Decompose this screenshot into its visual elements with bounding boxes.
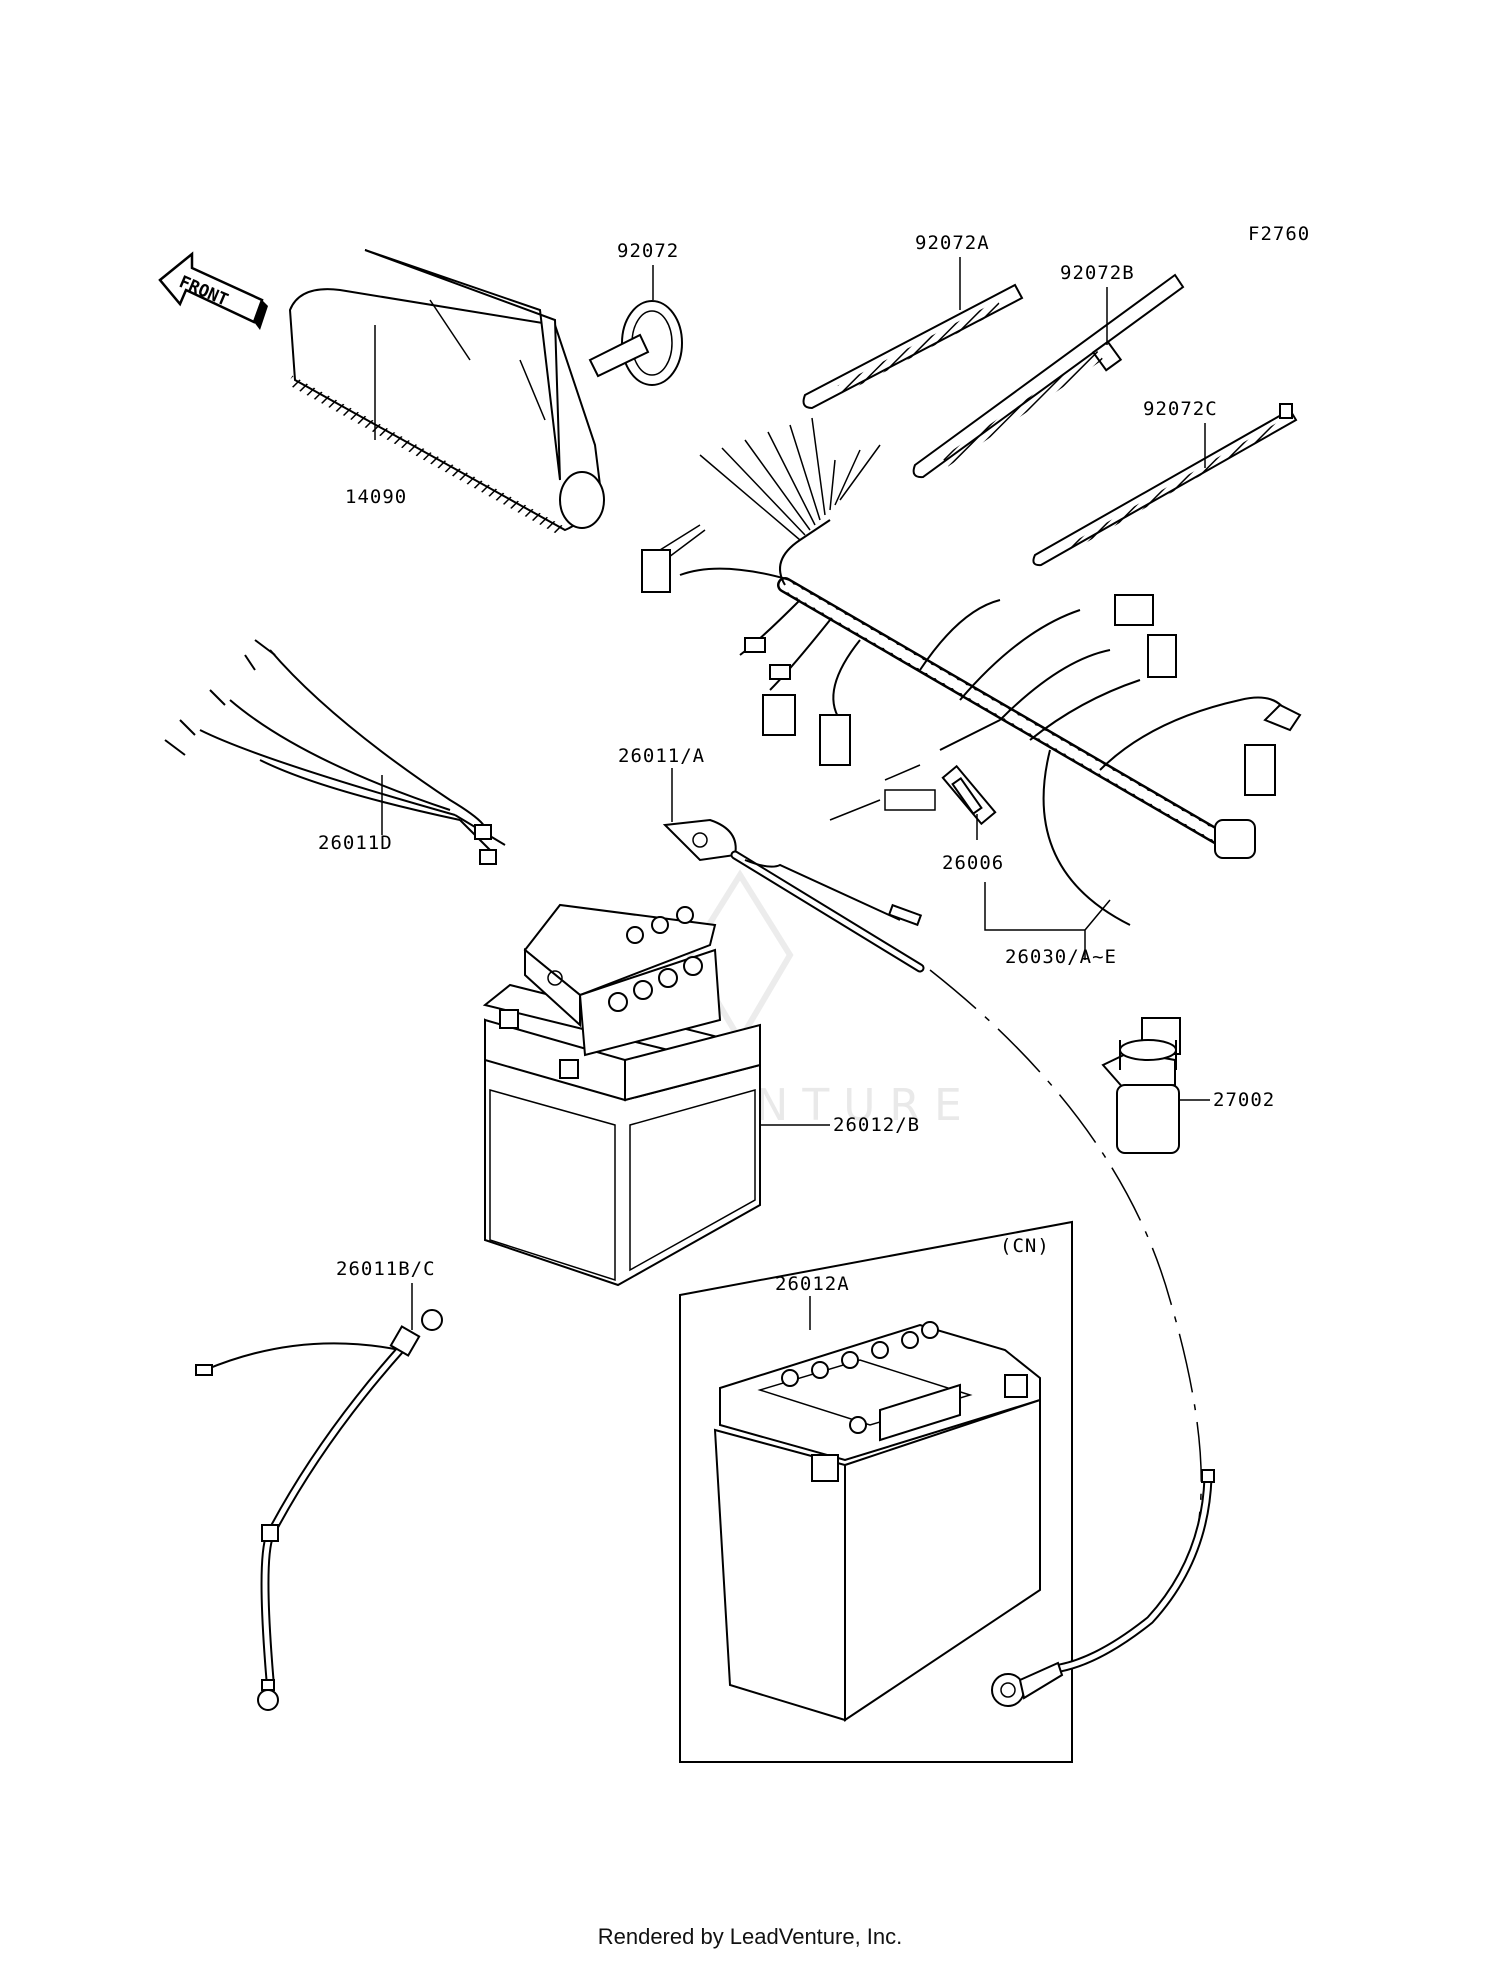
label-92072b: 92072B bbox=[1060, 262, 1135, 284]
part-26006-fuse bbox=[951, 776, 983, 816]
label-26011a: 26011/A bbox=[618, 745, 705, 767]
label-26011d: 26011D bbox=[318, 832, 393, 854]
label-27002: 27002 bbox=[1213, 1089, 1275, 1111]
part-26012a-battery bbox=[713, 1321, 1041, 1722]
cn-group-label: (CN) bbox=[1000, 1235, 1050, 1257]
label-26011bc: 26011B/C bbox=[336, 1258, 436, 1280]
ground-path bbox=[929, 969, 1202, 1561]
label-14090: 14090 bbox=[345, 486, 407, 508]
part-ground-terminal bbox=[991, 1469, 1215, 1707]
front-arrow-icon: FRONT bbox=[158, 251, 268, 330]
part-14090-cover bbox=[287, 249, 605, 535]
cn-group-box bbox=[679, 1220, 1073, 1763]
part-92072b-cable-tie bbox=[912, 273, 1185, 479]
part-26030-main-harness bbox=[641, 417, 1302, 1055]
label-92072a: 92072A bbox=[915, 232, 990, 254]
part-92072c-cable-tie bbox=[1032, 403, 1298, 567]
label-92072: 92072 bbox=[617, 240, 679, 262]
label-26012a: 26012A bbox=[775, 1273, 850, 1295]
part-26011bc-cable bbox=[195, 1309, 443, 1711]
part-26011d-sub-harness bbox=[164, 639, 506, 865]
part-92072-clamp bbox=[588, 300, 683, 386]
label-26030: 26030/A~E bbox=[1005, 946, 1117, 968]
leader-26030 bbox=[984, 882, 1111, 960]
part-26012b-battery bbox=[482, 903, 761, 1287]
label-26012b: 26012/B bbox=[833, 1114, 920, 1136]
part-26011a-cable bbox=[662, 818, 925, 973]
label-26006: 26006 bbox=[942, 852, 1004, 874]
label-92072c: 92072C bbox=[1143, 398, 1218, 420]
part-92072a-cable-tie bbox=[802, 283, 1024, 410]
figure-code: F2760 bbox=[1248, 223, 1310, 245]
part-27002-relay bbox=[1101, 1039, 1180, 1154]
footer-credit: Rendered by LeadVenture, Inc. bbox=[597, 1924, 903, 1949]
